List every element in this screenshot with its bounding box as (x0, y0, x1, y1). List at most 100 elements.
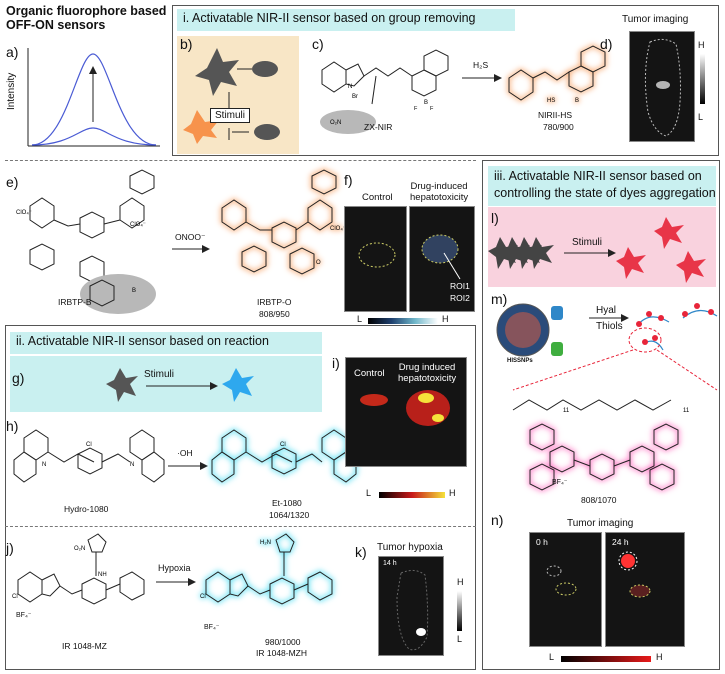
zx-nir-label: ZX-NIR (364, 122, 393, 132)
dark-star-icon-g (106, 368, 138, 402)
lock-label-2: LOCK (553, 356, 564, 361)
hissnps-schematic: 11 11 (496, 303, 718, 414)
panel-h-label: h) (6, 418, 19, 434)
reaction-arrow-j (156, 578, 196, 586)
svg-text:B: B (575, 98, 579, 104)
panel-g-bg (10, 356, 322, 412)
svg-text:Cl: Cl (86, 442, 92, 448)
colorbar-n (561, 656, 651, 662)
reaction-arrow-c (462, 74, 502, 82)
nirii-hs-label: NIRII-HS (538, 110, 572, 120)
section-iii-banner-line-2: controlling the state of dyes aggregatio… (494, 186, 716, 200)
treatment-label-i: Drug induced hepatotoxicity (398, 362, 456, 384)
intensity-spectrum-plot (27, 48, 160, 147)
time-label-14h: 14 h (383, 560, 397, 567)
svg-text:ClO₄⁻: ClO₄⁻ (330, 226, 346, 232)
svg-text:O₂N: O₂N (330, 120, 341, 126)
panel-f-label: f) (344, 172, 353, 188)
section-ii-box (5, 325, 476, 670)
svg-text:F: F (430, 106, 434, 112)
svg-text:Cl: Cl (200, 594, 206, 600)
svg-text:O: O (316, 260, 321, 266)
quencher-group-icon (252, 61, 278, 77)
bright-star-icon (183, 110, 219, 144)
ir-1048-mzh-wavelengths: 980/1000 (265, 637, 301, 647)
thiols-label: Thiols (596, 321, 623, 332)
lock-label-1: LOCK (553, 320, 564, 325)
treated-image-f: ROI1 ROI2 (409, 206, 475, 312)
svg-text:Cl: Cl (280, 442, 286, 448)
title-line-1: Organic fluorophore based (6, 4, 167, 18)
et-1080-structure: Cl (211, 429, 357, 483)
scale-high-k: H (457, 577, 464, 587)
et-1080-wavelengths: 1064/1320 (269, 510, 310, 520)
y-axis-label: Intensity (6, 72, 17, 110)
scale-low-n: L (549, 652, 555, 662)
panel-n-label: n) (491, 512, 504, 528)
increase-arrow (89, 66, 97, 74)
treatment-label-f: Drug-induced hepatotoxicity (410, 181, 468, 203)
panel-e-label: e) (6, 174, 19, 190)
roi2-label: ROI2 (450, 293, 470, 303)
colorbar-k (457, 591, 462, 631)
tumor-image-d (629, 31, 695, 142)
tumor-imaging-title-d: Tumor imaging (622, 14, 689, 25)
hissnps-dye-structure (529, 423, 679, 491)
svg-text:H₂N: H₂N (260, 540, 271, 546)
divider-ii (5, 526, 476, 527)
bf4-label-m: BF₄⁻ (552, 479, 568, 486)
tumor-hypoxia-image: 14 h (378, 556, 444, 656)
divider-top (5, 160, 476, 161)
tumor-image-0h: 0 h (529, 532, 602, 647)
reaction-schematic-g (106, 368, 254, 402)
nirii-hs-structure: B HS (508, 45, 606, 104)
scale-low-k: L (457, 634, 463, 644)
bf4-label-j-left: BF₄⁻ (16, 612, 32, 619)
oh-reagent-label: ·OH (177, 448, 193, 458)
ir-1048-mzh-label: IR 1048-MZH (256, 648, 308, 658)
stimuli-box-b: Stimuli (210, 108, 251, 123)
nirii-hs-wavelengths: 780/900 (543, 122, 574, 132)
panel-a-label: a) (6, 44, 19, 60)
section-iii-box (482, 160, 720, 670)
panel-i-label: i) (332, 355, 340, 371)
scale-high-d: H (698, 40, 705, 50)
hypoxia-reagent-label: Hypoxia (158, 563, 191, 573)
irbtp-o-wavelengths: 808/950 (259, 309, 290, 319)
ir-1048-mz-label: IR 1048-MZ (62, 641, 107, 651)
ir-1048-mzh-structure: Cl H₂N (200, 533, 333, 605)
scale-high-i: H (449, 488, 456, 498)
time-label-24h: 24 h (612, 537, 629, 547)
off-spectrum (31, 127, 157, 146)
svg-text:Cl: Cl (12, 594, 18, 600)
irbtp-o-structure: ClO₄⁻ O (221, 169, 346, 275)
stimuli-label-g: Stimuli (144, 369, 175, 380)
panel-j-label: j) (6, 540, 14, 556)
section-iii-banner-line-1: iii. Activatable NIR-II sensor based on (494, 169, 702, 183)
colorbar-i (379, 492, 445, 498)
repeat-subscript-2: 11 (683, 408, 690, 414)
control-label-f: Control (362, 192, 393, 203)
treatment-i-line-2: hepatotoxicity (398, 373, 457, 384)
h2s-reagent-label: H₂S (473, 60, 489, 70)
colorbar-d (700, 54, 705, 104)
treatment-line-1: Drug-induced (410, 181, 468, 192)
panel-k-label: k) (355, 544, 367, 560)
treatment-i-line-1: Drug induced (398, 362, 456, 373)
panel-d-label: d) (600, 36, 613, 52)
repeat-subscript-1: 11 (563, 408, 570, 414)
panel-l-label: l) (491, 210, 499, 226)
colorbar-f (368, 318, 438, 324)
title-line-2: OFF-ON sensors (6, 18, 106, 32)
svg-text:B: B (132, 288, 136, 294)
svg-text:O₂N: O₂N (74, 546, 85, 552)
reaction-arrow-e (172, 245, 210, 253)
svg-text:HS: HS (547, 98, 555, 104)
control-label-i: Control (354, 368, 385, 379)
scale-low-f: L (357, 314, 363, 324)
svg-text:ClO₄⁻: ClO₄⁻ (16, 210, 32, 216)
tumor-image-24h: 24 h (605, 532, 685, 647)
time-label-0h: 0 h (536, 537, 548, 547)
